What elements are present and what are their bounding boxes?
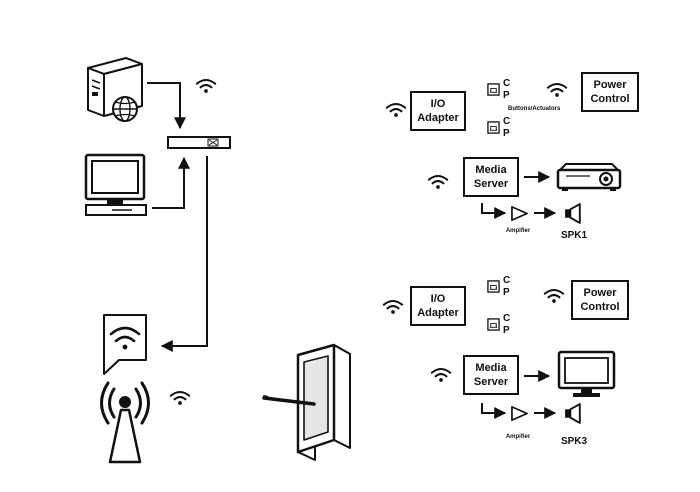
wifi-icon bbox=[543, 288, 565, 304]
router-icon bbox=[167, 136, 231, 149]
media-server-label: Media bbox=[475, 362, 507, 374]
cp-label: P bbox=[503, 287, 510, 298]
wifi-bubble-icon bbox=[103, 314, 147, 375]
io-adapter-label: Adapter bbox=[417, 307, 459, 319]
wifi-icon bbox=[427, 174, 449, 190]
power-control-box: Power Control bbox=[571, 280, 629, 320]
tablet-stylus-icon bbox=[262, 343, 351, 461]
amplifier-icon bbox=[511, 406, 528, 421]
power-control-label: Power bbox=[583, 287, 617, 299]
wifi-icon bbox=[195, 78, 217, 94]
speaker-label: SPK3 bbox=[561, 436, 588, 447]
power-control-label: Control bbox=[590, 93, 629, 105]
media-server-box: Media Server bbox=[463, 355, 519, 395]
wifi-icon bbox=[546, 82, 568, 98]
power-control-label: Control bbox=[580, 301, 619, 313]
cp-label: C bbox=[503, 275, 510, 286]
power-control-label: Power bbox=[593, 79, 627, 91]
cp-label: P bbox=[503, 325, 510, 336]
wifi-icon bbox=[430, 367, 452, 383]
button-icon bbox=[487, 318, 500, 331]
projector-icon bbox=[556, 163, 622, 191]
io-adapter-label: I/O bbox=[431, 98, 446, 110]
wifi-icon bbox=[169, 390, 191, 406]
cp-label: C bbox=[503, 78, 510, 89]
desktop-computer-icon bbox=[84, 153, 147, 216]
monitor-icon bbox=[557, 350, 616, 397]
io-adapter-label: Adapter bbox=[417, 112, 459, 124]
amplifier-icon bbox=[511, 206, 528, 221]
cp-label: C bbox=[503, 313, 510, 324]
wifi-icon bbox=[382, 299, 404, 315]
media-server-box: Media Server bbox=[463, 157, 519, 197]
buttons-actuators-label: Buttons/Actuators bbox=[508, 106, 561, 112]
speaker-icon bbox=[564, 203, 581, 224]
io-adapter-box: I/O Adapter bbox=[410, 286, 466, 326]
speaker-label: SPK1 bbox=[561, 230, 588, 241]
io-adapter-label: I/O bbox=[431, 293, 446, 305]
cp-label: C bbox=[503, 116, 510, 127]
button-icon bbox=[487, 280, 500, 293]
wifi-icon bbox=[385, 102, 407, 118]
amplifier-label: Ampifier bbox=[506, 434, 531, 440]
button-icon bbox=[487, 121, 500, 134]
cp-label: P bbox=[503, 128, 510, 139]
amplifier-label: Ampifier bbox=[506, 228, 531, 234]
media-server-label: Server bbox=[474, 376, 509, 388]
server-globe-icon bbox=[87, 57, 143, 122]
media-server-label: Server bbox=[474, 178, 509, 190]
media-server-label: Media bbox=[475, 164, 507, 176]
cp-label: P bbox=[503, 90, 510, 101]
speaker-icon bbox=[564, 403, 581, 424]
antenna-tower-icon bbox=[100, 381, 150, 464]
button-icon bbox=[487, 83, 500, 96]
io-adapter-box: I/O Adapter bbox=[410, 91, 466, 131]
power-control-box: Power Control bbox=[581, 72, 639, 112]
